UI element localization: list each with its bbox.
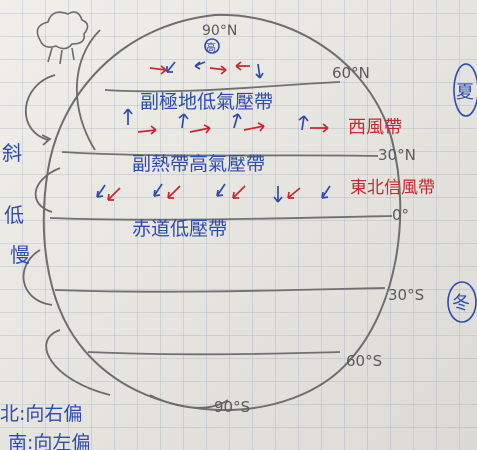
lat-label-60s: 60°S bbox=[346, 352, 382, 370]
lat-line-60n bbox=[104, 81, 341, 93]
lat-label-60n: 60°N bbox=[332, 64, 370, 82]
lat-line-60s bbox=[87, 351, 341, 356]
season-markers: 夏 冬 bbox=[447, 63, 477, 323]
wind-belt-labels: 西風帶 東北信風帶 bbox=[348, 117, 435, 198]
lat-line-eq bbox=[49, 215, 393, 221]
north-pole-marker: 高 bbox=[204, 38, 220, 54]
circulation-arrows-left bbox=[22, 29, 229, 409]
season-winter: 冬 bbox=[452, 293, 470, 314]
pressure-belt-labels: 副極地低氣壓帶 副熱帶高氣壓帶 赤道低壓帶 bbox=[132, 91, 273, 240]
lat-label-90n: 90°N bbox=[202, 23, 237, 39]
lat-label-eq: 0° bbox=[392, 206, 409, 224]
globe-outline bbox=[42, 13, 402, 412]
blue-wind-arrows bbox=[96, 61, 331, 203]
left-note-mid: 低 bbox=[4, 203, 24, 227]
red-wind-arrows bbox=[107, 61, 329, 201]
lat-label-30n: 30°N bbox=[378, 146, 416, 164]
lat-line-30s bbox=[54, 287, 386, 293]
left-note-bottom: 慢 bbox=[10, 243, 30, 267]
bottom-note: 北:向右偏 bbox=[0, 403, 82, 425]
ne-trades-label: 東北信風帶 bbox=[350, 178, 435, 198]
bottom-note-2: 南:向左偏 bbox=[8, 432, 90, 450]
lat-label-30s: 30°S bbox=[388, 286, 424, 304]
polar-high-symbol: 高 bbox=[206, 41, 216, 54]
latitude-lines bbox=[49, 81, 393, 356]
left-note-top: 斜 bbox=[2, 141, 22, 165]
lat-line-30n bbox=[61, 151, 379, 157]
cloud-icon bbox=[36, 11, 89, 65]
season-summer: 夏 bbox=[456, 82, 474, 103]
left-margin-notes: 斜 低 慢 北:向右偏 南:向左偏 bbox=[0, 141, 90, 450]
latitude-labels: 90°N 60°N 30°N 0° 30°S 60°S 90°S bbox=[202, 23, 424, 416]
equatorial-low-label: 赤道低壓帶 bbox=[132, 218, 227, 240]
subpolar-low-label: 副極地低氣壓帶 bbox=[140, 91, 273, 113]
lat-label-90s: 90°S bbox=[214, 398, 250, 416]
subtropical-high-label: 副熱帶高氣壓帶 bbox=[132, 153, 265, 175]
westerlies-label: 西風帶 bbox=[348, 117, 402, 138]
